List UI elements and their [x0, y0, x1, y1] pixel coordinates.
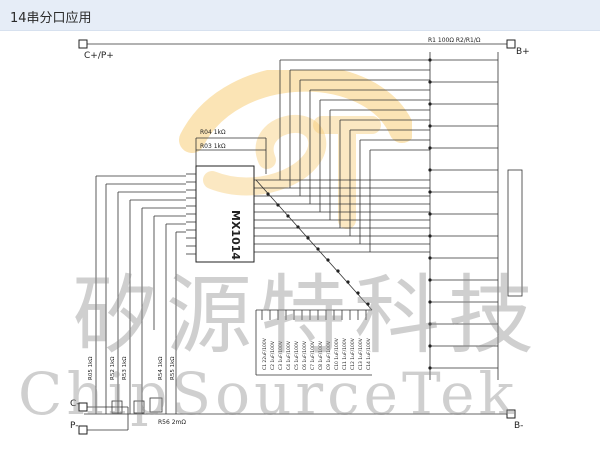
left-side-wiring	[95, 175, 186, 414]
cap-label-9: C9 1uF/100V	[326, 340, 332, 370]
resistor-label-r03: R03 1kΩ	[200, 143, 226, 150]
mosfet-3	[149, 397, 163, 413]
chip-left-pins	[186, 173, 196, 255]
cap-label-8: C8 1uF/100V	[318, 340, 324, 370]
capacitor-array	[261, 310, 367, 320]
resistor-label-bl-2: R52 1kΩ	[110, 357, 116, 380]
chip-to-taps-wires	[254, 179, 430, 253]
terminal-pads	[78, 39, 516, 435]
resistor-label-top-right: R1 100Ω R2/R1/Ω	[428, 37, 481, 44]
cap-label-3: C3 1uF/100V	[278, 340, 284, 370]
circuit-diagram: C+/P+ B+ C- P- B- R1 100Ω R2/R1/Ω R04 1k…	[0, 30, 600, 450]
resistor-label-bl-4: R54 1kΩ	[158, 357, 164, 380]
tap-verticals	[279, 59, 430, 252]
resistor-label-bl-5: R55 1kΩ	[170, 357, 176, 380]
cap-label-11: C11 1uF/100V	[342, 337, 348, 370]
resistor-label-bl-3: R53 1kΩ	[122, 357, 128, 380]
cap-label-5: C5 1uF/100V	[294, 340, 300, 370]
resistor-label-sense: R56 2mΩ	[158, 419, 186, 426]
watermark-english: ChipSourceTek	[18, 360, 518, 428]
cap-label-1: C1 22uF/100V	[262, 337, 268, 370]
mosfet-2	[133, 400, 145, 414]
cell-tap-stack	[429, 52, 499, 380]
label-b-plus: B+	[516, 47, 530, 57]
terminal-b-plus	[506, 39, 516, 49]
schematic-svg: C+/P+ B+ C- P- B- R1 100Ω R2/R1/Ω R04 1k…	[70, 37, 530, 435]
cap-label-14: C14 1uF/100V	[366, 337, 372, 370]
junction-dots	[266, 58, 432, 370]
resistor-label-bl-1: R05 1kΩ	[88, 357, 94, 380]
cap-label-13: C13 1uF/100V	[358, 337, 364, 370]
terminal-c-minus	[78, 402, 88, 412]
label-p-minus: P-	[70, 421, 78, 431]
terminal-c-plus	[78, 39, 88, 49]
cap-label-7: C7 1uF/100V	[310, 340, 316, 370]
cap-label-12: C12 1uF/100V	[350, 337, 356, 370]
label-c-minus: C-	[70, 399, 80, 409]
page-header: 14串分口应用	[0, 0, 600, 31]
cap-label-4: C4 1uF/100V	[286, 340, 292, 370]
cap-label-2: C2 1uF/100V	[270, 340, 276, 370]
ic-chip-label: MX1014	[229, 210, 242, 260]
resistor-label-r04: R04 1kΩ	[200, 129, 226, 136]
terminal-p-minus	[78, 425, 88, 435]
connector-block	[507, 169, 523, 297]
watermark-chinese: 矽源特科技	[72, 266, 542, 366]
capacitor-diagonal-bus	[255, 179, 373, 311]
cap-label-6: C6 1uF/100V	[302, 340, 308, 370]
label-c-plus: C+/P+	[84, 51, 114, 61]
page-title: 14串分口应用	[10, 11, 92, 26]
mosfet-1	[111, 400, 123, 414]
label-b-minus: B-	[514, 421, 523, 431]
cap-label-10: C10 1uF/100V	[334, 337, 340, 370]
terminal-b-minus	[506, 409, 516, 419]
